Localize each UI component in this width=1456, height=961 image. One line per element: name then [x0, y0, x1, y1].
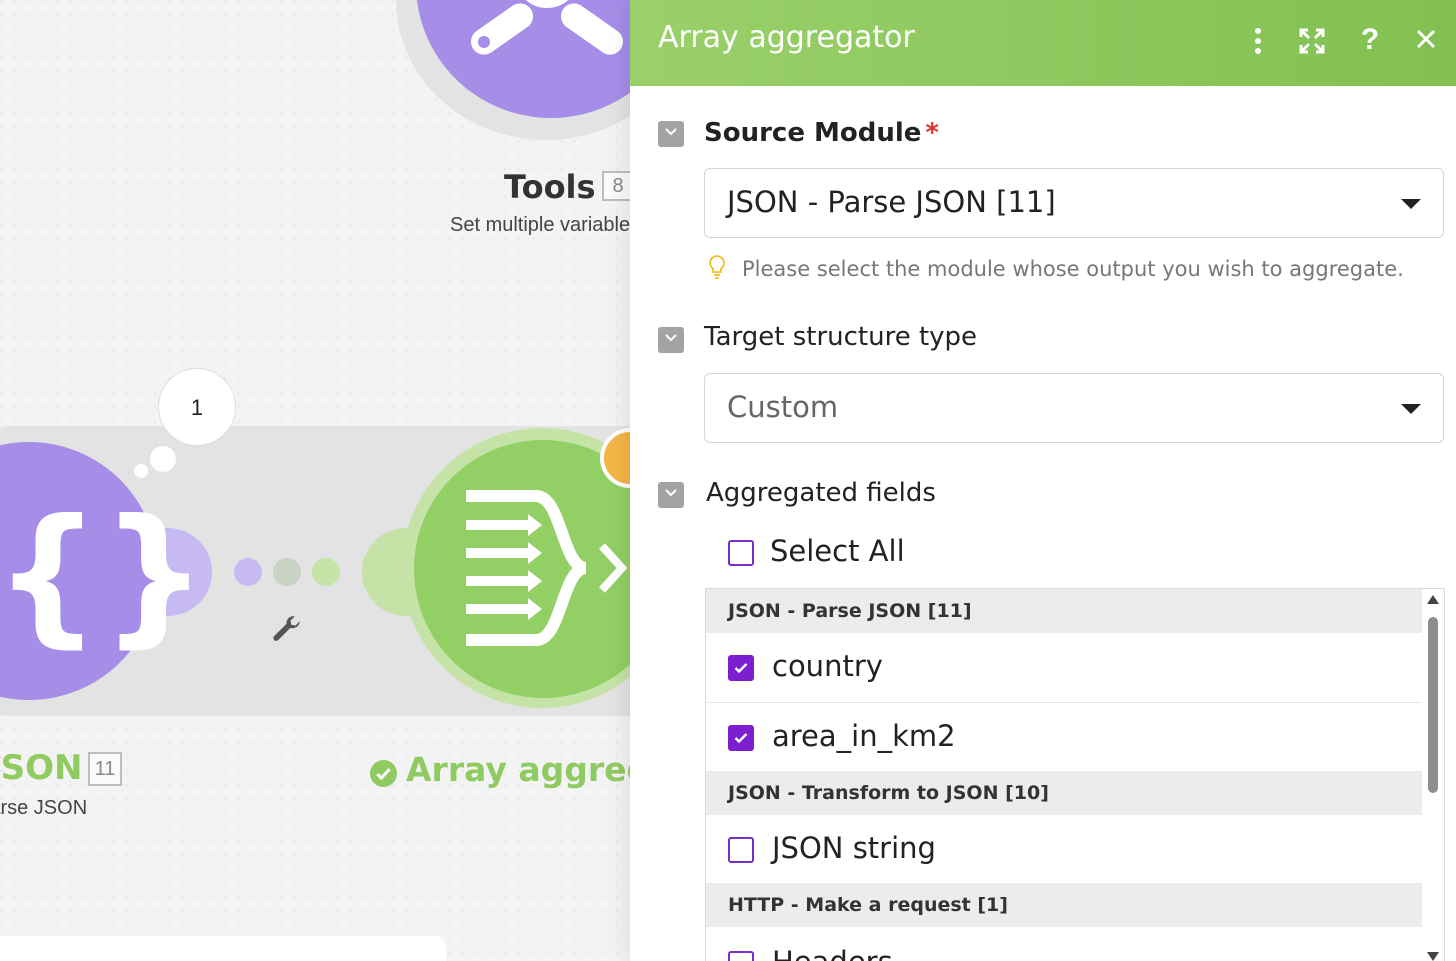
- aggregator-module-node[interactable]: [414, 440, 630, 698]
- more-icon[interactable]: [1240, 22, 1276, 58]
- chevron-down-icon: [1401, 199, 1421, 209]
- json-module-subtitle: Parse JSON: [0, 797, 88, 819]
- tools-module-subtitle: Set multiple variables: [450, 214, 630, 236]
- field-checkbox[interactable]: [728, 951, 754, 961]
- required-marker: *: [925, 118, 940, 148]
- source-module-hint: Please select the module whose output yo…: [704, 254, 1404, 281]
- aggregator-module-title: Array aggregator: [406, 750, 630, 789]
- target-structure-label: Target structure type: [704, 322, 978, 352]
- array-aggregator-icon: [466, 490, 628, 646]
- route-dot: [273, 558, 301, 586]
- tools-wrench-icon: [470, 0, 624, 55]
- bubble-dot-small: [134, 464, 148, 478]
- module-settings-panel: Array aggregator ? Source Module* JSON -…: [630, 0, 1456, 961]
- panel-header: Array aggregator ?: [630, 0, 1456, 86]
- target-structure-toggle[interactable]: [658, 327, 684, 353]
- source-module-label: Source Module*: [704, 118, 940, 148]
- field-row-headers[interactable]: Headers: [706, 927, 1422, 961]
- aggregated-fields-list[interactable]: JSON - Parse JSON [11] country area_in_k…: [705, 588, 1445, 961]
- field-group-header: JSON - Transform to JSON [10]: [706, 771, 1422, 815]
- json-module-badge: 11: [88, 752, 122, 786]
- route-settings-wrench-icon[interactable]: [270, 612, 304, 646]
- tools-module-title: Tools: [504, 168, 596, 206]
- source-module-select[interactable]: JSON - Parse JSON [11]: [704, 168, 1444, 238]
- field-label: Headers: [772, 945, 893, 961]
- scenario-canvas[interactable]: Tools 8 Set multiple variables {} 1 JSON…: [0, 0, 630, 961]
- panel-title: Array aggregator: [658, 20, 915, 55]
- scroll-up-arrow-icon[interactable]: [1427, 595, 1439, 604]
- field-checkbox[interactable]: [728, 837, 754, 863]
- json-braces-icon: {}: [0, 488, 208, 662]
- scrollbar-thumb[interactable]: [1428, 617, 1438, 793]
- aggregated-fields-toggle[interactable]: [658, 482, 684, 508]
- aggregated-fields-label: Aggregated fields: [706, 478, 936, 508]
- route-dot: [234, 558, 262, 586]
- chevron-down-icon: [1401, 404, 1421, 414]
- target-structure-value: Custom: [727, 390, 839, 424]
- field-group-header: HTTP - Make a request [1]: [706, 883, 1422, 927]
- help-icon[interactable]: ?: [1360, 23, 1380, 56]
- list-scrollbar[interactable]: [1422, 589, 1444, 961]
- check-circle-icon: [370, 760, 397, 787]
- scroll-down-arrow-icon[interactable]: [1427, 952, 1439, 961]
- select-all-option[interactable]: Select All: [728, 534, 905, 568]
- select-all-checkbox[interactable]: [728, 540, 754, 566]
- field-checkbox-checked[interactable]: [728, 655, 754, 681]
- close-icon[interactable]: [1408, 22, 1444, 58]
- route-dot: [312, 558, 340, 586]
- bubble-dot-medium: [150, 446, 176, 472]
- canvas-toolbar-card: [0, 936, 446, 961]
- operations-bubble[interactable]: 1: [158, 368, 236, 446]
- target-structure-select[interactable]: Custom: [704, 373, 1444, 443]
- field-row-area-in-km2[interactable]: area_in_km2: [706, 703, 1422, 773]
- field-row-json-string[interactable]: JSON string: [706, 815, 1422, 883]
- lightbulb-icon: [709, 255, 725, 279]
- source-module-toggle[interactable]: [658, 121, 684, 147]
- json-module-title: JSON: [0, 748, 83, 788]
- field-group-header: JSON - Parse JSON [11]: [706, 589, 1422, 633]
- field-label: country: [772, 649, 883, 683]
- source-module-value: JSON - Parse JSON [11]: [727, 185, 1056, 219]
- field-checkbox-checked[interactable]: [728, 725, 754, 751]
- expand-icon[interactable]: [1294, 22, 1330, 58]
- field-row-country[interactable]: country: [706, 633, 1422, 703]
- field-label: JSON string: [772, 831, 936, 865]
- tools-module-badge: 8: [602, 171, 630, 201]
- field-label: area_in_km2: [772, 719, 956, 753]
